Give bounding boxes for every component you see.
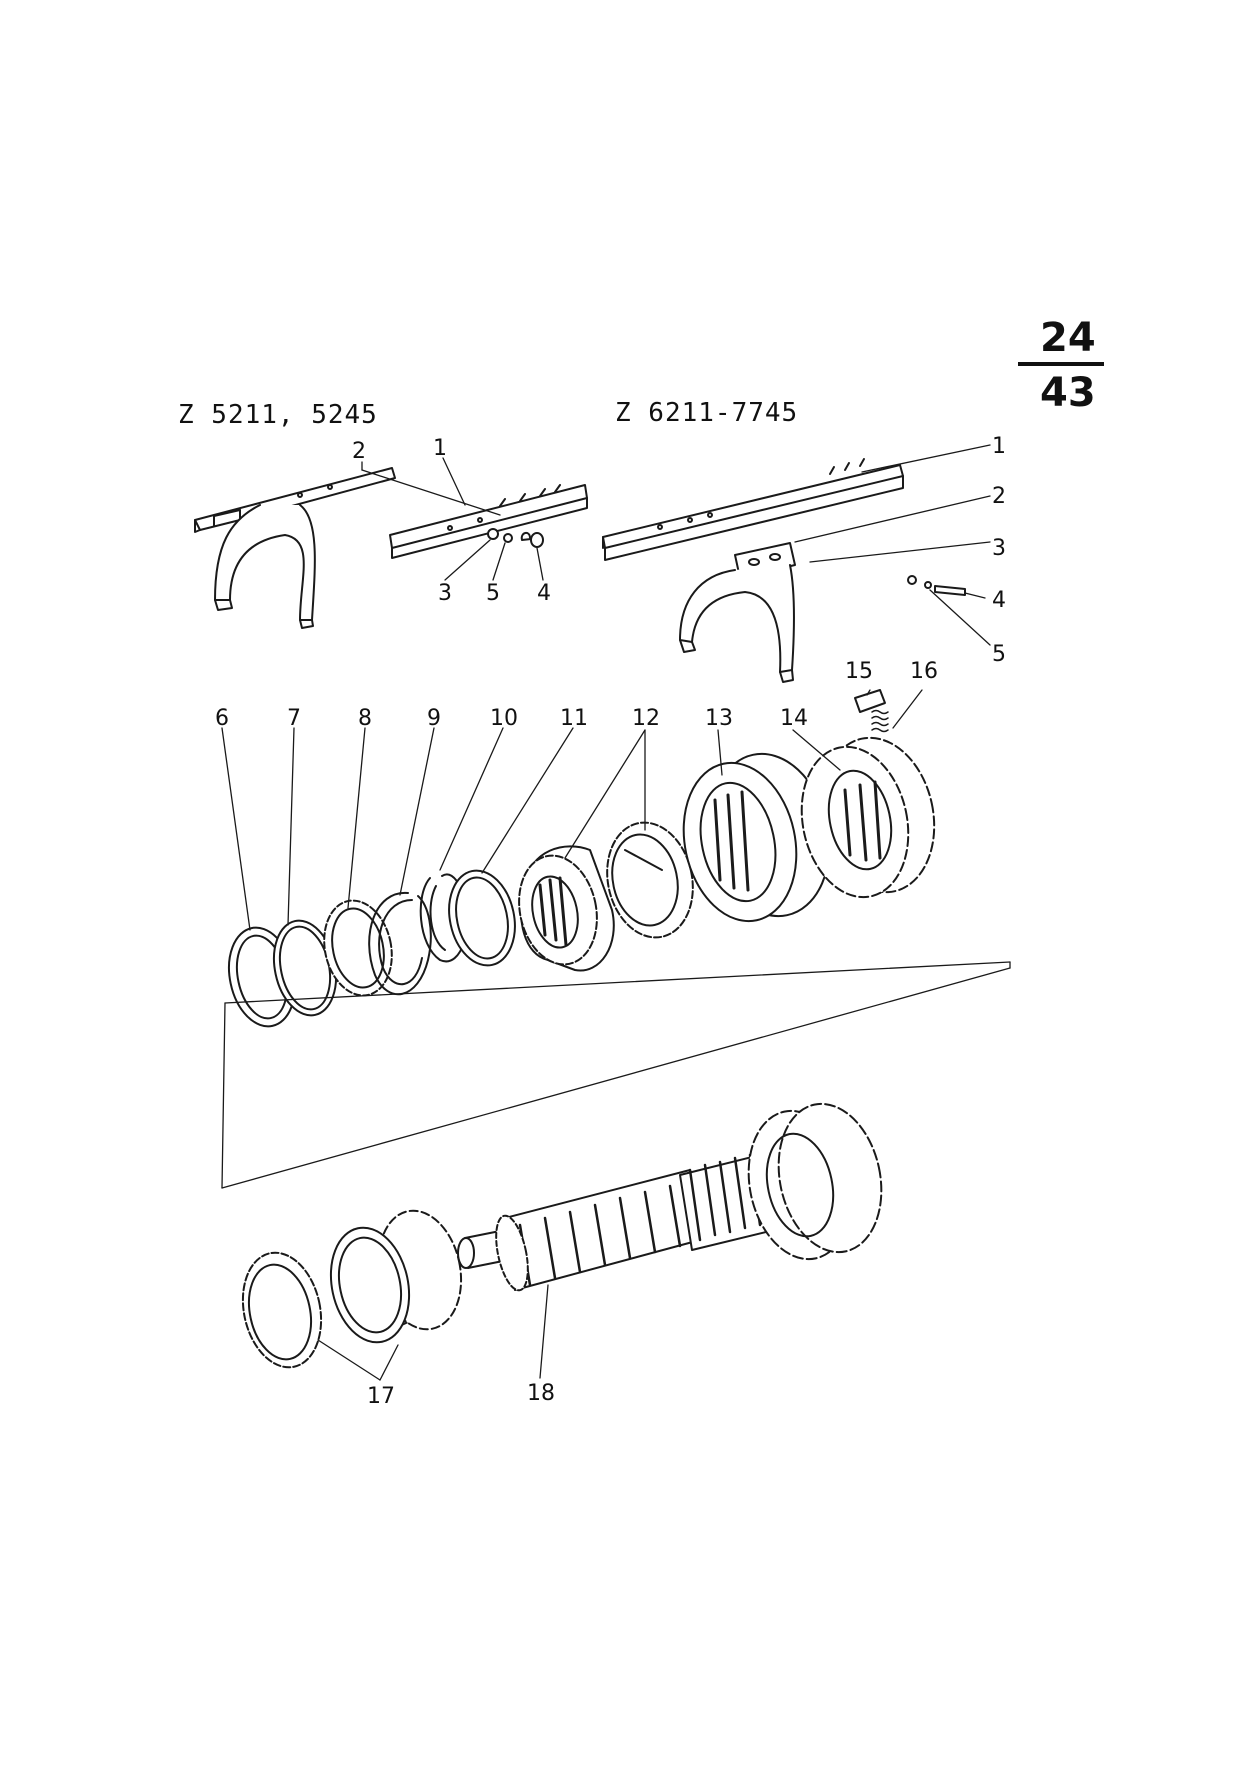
callout-12: 12: [632, 706, 660, 731]
model-label-right: Z 6211-7745: [615, 398, 799, 428]
callout-left-3: 3: [438, 581, 452, 606]
gear-17b: [329, 1209, 463, 1344]
spring-16: [871, 709, 889, 733]
callout-16: 16: [910, 659, 938, 684]
leader-lines-lower: [317, 1284, 549, 1381]
callout-right-1: 1: [992, 434, 1006, 459]
callout-18: 18: [527, 1381, 555, 1406]
callout-9: 9: [427, 706, 441, 731]
main-shaft-18: [457, 1102, 883, 1292]
callout-14: 14: [780, 706, 808, 731]
callout-right-2: 2: [992, 484, 1006, 509]
callout-10: 10: [490, 706, 518, 731]
callout-left-1: 1: [433, 436, 447, 461]
callout-right-3: 3: [992, 536, 1006, 561]
callout-6: 6: [215, 706, 229, 731]
page-number-divider: [1018, 362, 1104, 366]
callout-13: 13: [705, 706, 733, 731]
right-shift-rail: [602, 458, 904, 561]
model-label-left: Z 5211, 5245: [178, 400, 378, 430]
callout-right-5: 5: [992, 642, 1006, 667]
leader-lines-upper: [361, 444, 991, 646]
left-shift-fork: [194, 467, 396, 629]
callout-right-4: 4: [992, 588, 1006, 613]
leader-lines-middle: [221, 689, 923, 931]
page-number-top: 24: [1040, 315, 1096, 361]
callout-15: 15: [845, 659, 873, 684]
assembly-bracket: [221, 961, 1011, 1189]
ring-11: [448, 869, 516, 967]
page-number-bottom: 43: [1040, 370, 1096, 416]
right-shift-fork: [679, 542, 966, 683]
callout-left-2: 2: [352, 439, 366, 464]
gear-hub-14: [800, 736, 936, 899]
synchro-hub-12a: [518, 845, 615, 972]
callout-left-5: 5: [486, 581, 500, 606]
sliding-sleeve-13: [682, 752, 831, 923]
callout-17: 17: [367, 1384, 395, 1409]
callout-left-4: 4: [537, 581, 551, 606]
detent-block-15: [854, 689, 886, 713]
callout-8: 8: [358, 706, 372, 731]
callout-7: 7: [287, 706, 301, 731]
left-shift-rail: [389, 484, 588, 559]
synchro-ring-17a: [241, 1251, 323, 1369]
callout-numbers: 2 1 3 5 4 1 2 3 4 5 6 7 8 9 10 11 12 13 …: [215, 434, 1006, 1409]
callout-11: 11: [560, 706, 588, 731]
